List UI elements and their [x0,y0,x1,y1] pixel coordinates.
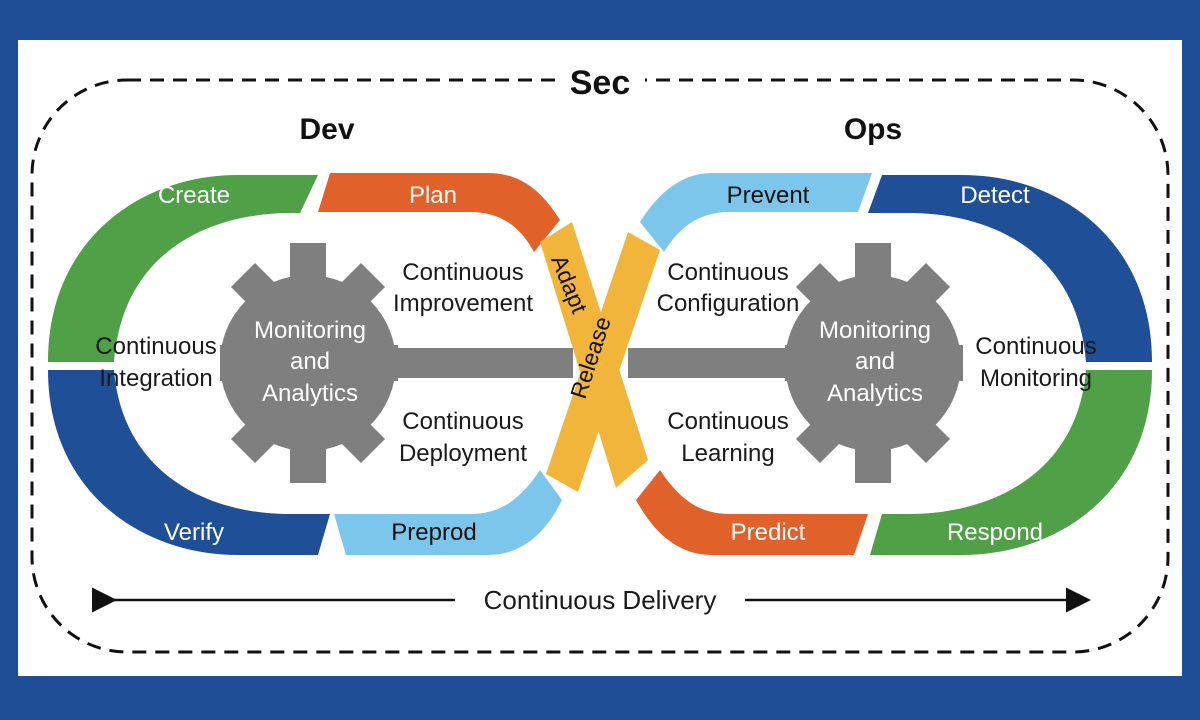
right-learning-line2: Learning [681,440,774,467]
plan-segment[interactable] [318,173,560,252]
ops-title: Ops [844,113,902,146]
left-integration-line2: Integration [99,365,212,392]
left-gear-line1: Monitoring [254,317,366,344]
dev-title: Dev [299,113,354,146]
detect-label: Detect [960,182,1030,209]
left-gear-line2: and [290,348,330,375]
release-band[interactable] [546,232,660,492]
prevent-segment[interactable] [640,173,872,252]
right-gear-line2: and [855,348,895,375]
left-improvement-line2: Improvement [393,290,533,317]
right-configuration-line1: Continuous [667,259,788,286]
right-configuration-line2: Configuration [657,290,800,317]
right-gear-line3: Analytics [827,380,923,407]
left-deployment-line1: Continuous [402,408,523,435]
right-learning-line1: Continuous [667,408,788,435]
verify-segment[interactable] [48,370,330,555]
predict-label: Predict [731,519,806,546]
respond-segment[interactable] [870,370,1152,555]
sec-title: Sec [570,64,631,102]
create-segment[interactable] [48,175,318,362]
left-gear-line3: Analytics [262,380,358,407]
right-monitoring-line2: Monitoring [980,365,1092,392]
respond-label: Respond [947,519,1043,546]
predict-segment[interactable] [636,470,868,555]
detect-segment[interactable] [868,175,1152,362]
preprod-segment[interactable] [334,470,562,555]
prevent-label: Prevent [727,182,810,209]
left-deployment-line2: Deployment [399,440,527,467]
right-gear-line1: Monitoring [819,317,931,344]
left-improvement-line1: Continuous [402,259,523,286]
create-label: Create [158,182,230,209]
preprod-label: Preprod [391,519,476,546]
right-gear [785,243,963,483]
left-integration-line1: Continuous [95,333,216,360]
right-monitoring-line1: Continuous [975,333,1096,360]
verify-label: Verify [164,519,224,546]
left-gear [220,243,398,483]
continuous-delivery-label: Continuous Delivery [484,585,717,615]
sec-title-bg [555,62,645,100]
plan-label: Plan [409,182,457,209]
